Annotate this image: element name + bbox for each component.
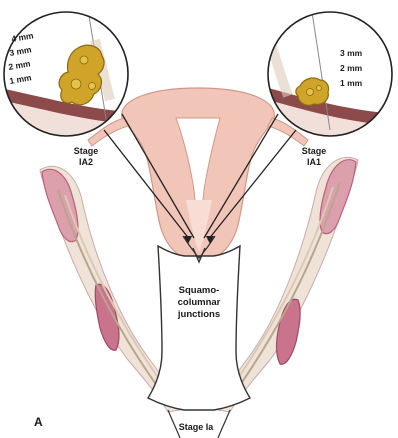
vaginal-canal — [148, 236, 250, 438]
stage-ia1-label-line2: IA1 — [307, 157, 321, 167]
right-depth-3mm: 3 mm — [340, 48, 363, 58]
stage-ia1-label-line1: Stage — [302, 146, 327, 156]
right-depth-scale: 3 mm 2 mm 1 mm — [340, 48, 363, 88]
panel-label: A — [34, 415, 43, 429]
junction-label-line3: junctions — [177, 309, 220, 320]
bottom-partial-label: Stage Ia — [179, 422, 215, 432]
junction-label-line2: columnar — [178, 297, 221, 308]
junction-label-line1: Squamo- — [179, 285, 220, 296]
stage-ia2-label-line1: Stage — [74, 146, 99, 156]
stage-ia2-label-line2: IA2 — [79, 157, 93, 167]
right-depth-1mm: 1 mm — [340, 78, 363, 88]
uterus — [88, 88, 308, 258]
right-depth-2mm: 2 mm — [340, 63, 363, 73]
